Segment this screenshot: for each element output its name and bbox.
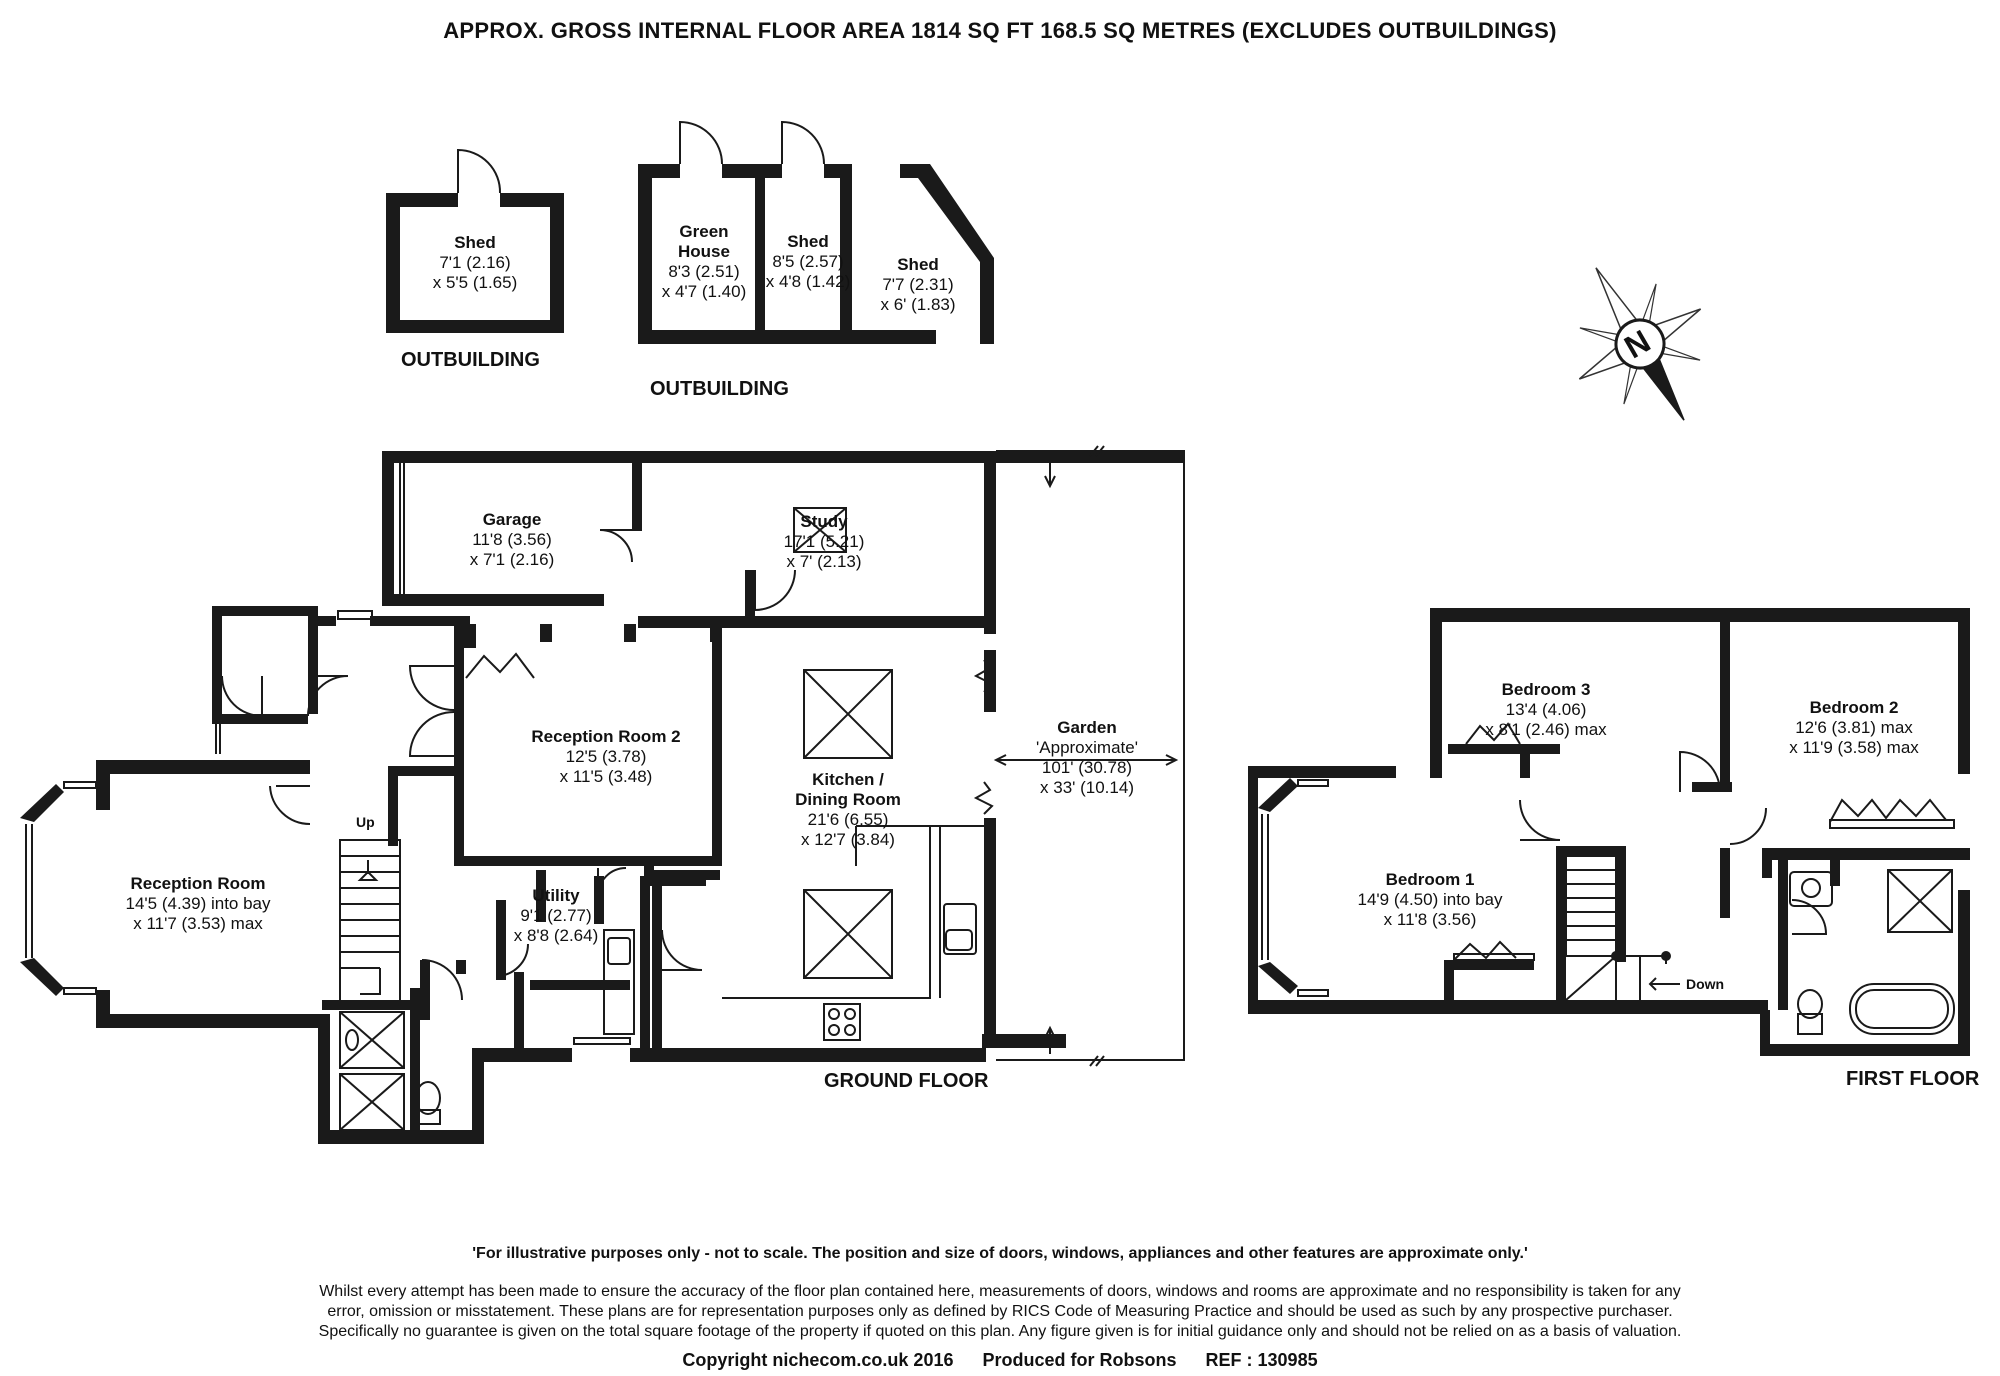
room-name: Bedroom 3	[1501, 680, 1591, 699]
room-dim: 7'7 (2.31)	[882, 275, 954, 294]
room-dim: x 33' (10.14)	[1040, 778, 1134, 797]
room-dim: x 11'9 (3.58) max	[1789, 738, 1919, 757]
room-note: 'Approximate'	[1036, 738, 1138, 757]
room-reception: Reception Room 14'5 (4.39) into bay x 11…	[125, 874, 270, 934]
stairs-up-label: Up	[356, 814, 375, 830]
room-bedroom-2: Bedroom 2 12'6 (3.81) max x 11'9 (3.58) …	[1789, 698, 1919, 758]
room-shed-3: Shed 7'7 (2.31) x 6' (1.83)	[880, 255, 955, 315]
room-reception-2: Reception Room 2 12'5 (3.78) x 11'5 (3.4…	[531, 727, 680, 787]
room-name: Kitchen /	[812, 770, 884, 789]
room-greenhouse: Green House 8'3 (2.51) x 4'7 (1.40)	[662, 222, 747, 302]
room-name: House	[678, 242, 730, 261]
room-dim: 12'6 (3.81) max	[1795, 718, 1913, 737]
reference: REF : 130985	[1205, 1350, 1318, 1370]
room-dim: 14'5 (4.39) into bay	[125, 894, 271, 913]
room-name: Reception Room 2	[531, 727, 681, 746]
room-shed-2: Shed 8'5 (2.57) x 4'8 (1.42)	[766, 232, 851, 292]
room-study: Study 17'1 (5.21) x 7' (2.13)	[784, 512, 865, 572]
footer-line-3: Specifically no guarantee is given on th…	[318, 1323, 1682, 1340]
compass-icon	[1578, 267, 1702, 421]
room-name: Bedroom 1	[1385, 870, 1475, 889]
room-dim: 8'3 (2.51)	[668, 262, 740, 281]
room-dim: x 11'8 (3.56)	[1383, 910, 1477, 929]
room-name: Shed	[454, 233, 496, 252]
room-dim: 17'1 (5.21)	[783, 532, 865, 551]
copyright-line: Copyright nichecom.co.uk 2016 Produced f…	[0, 1350, 2000, 1371]
room-dim: 11'8 (3.56)	[472, 530, 552, 549]
outbuilding-label-left: OUTBUILDING	[401, 349, 540, 371]
room-name: Dining Room	[795, 790, 901, 809]
first-floor-label: FIRST FLOOR	[1846, 1068, 1980, 1090]
disclaimer: 'For illustrative purposes only - not to…	[472, 1245, 1528, 1262]
outbuilding-label-right: OUTBUILDING	[650, 378, 789, 400]
room-utility: Utility 9'1 (2.77) x 8'8 (2.64)	[514, 886, 599, 946]
room-dim: x 11'7 (3.53) max	[133, 914, 263, 933]
room-name: Utility	[532, 886, 580, 905]
footer-line-1: Whilst every attempt has been made to en…	[319, 1283, 1681, 1300]
room-name: Shed	[787, 232, 829, 251]
room-dim: x 4'7 (1.40)	[661, 282, 747, 301]
room-dim: 8'5 (2.57)	[772, 252, 844, 271]
room-dim: x 11'5 (3.48)	[559, 767, 653, 786]
footer-line-2: error, omission or misstatement. These p…	[327, 1303, 1673, 1320]
room-garden: Garden 'Approximate' 101' (30.78) x 33' …	[1036, 718, 1138, 798]
room-dim: 7'1 (2.16)	[439, 253, 511, 272]
copyright: Copyright nichecom.co.uk 2016	[682, 1350, 954, 1370]
room-kitchen-dining: Kitchen / Dining Room 21'6 (6.55) x 12'7…	[795, 770, 901, 850]
room-garage: Garage 11'8 (3.56) x 7'1 (2.16)	[470, 510, 555, 570]
room-name: Bedroom 2	[1809, 698, 1899, 717]
room-name: Garage	[482, 510, 542, 529]
room-name: Green	[679, 222, 729, 241]
room-dim: x 6' (1.83)	[880, 295, 956, 314]
room-dim: 101' (30.78)	[1041, 758, 1133, 777]
room-bedroom-1: Bedroom 1 14'9 (4.50) into bay x 11'8 (3…	[1357, 870, 1502, 930]
room-dim: 21'6 (6.55)	[807, 810, 889, 829]
room-dim: x 7' (2.13)	[786, 552, 862, 571]
room-dim: x 7'1 (2.16)	[469, 550, 555, 569]
room-dim: x 8'1 (2.46) max	[1485, 720, 1607, 739]
room-dim: 14'9 (4.50) into bay	[1357, 890, 1503, 909]
page-title: APPROX. GROSS INTERNAL FLOOR AREA 1814 S…	[443, 18, 1557, 43]
room-name: Study	[800, 512, 848, 531]
room-name: Reception Room	[130, 874, 266, 893]
room-dim: x 12'7 (3.84)	[801, 830, 895, 849]
room-dim: x 4'8 (1.42)	[765, 272, 851, 291]
room-name: Garden	[1057, 718, 1117, 737]
room-dim: x 5'5 (1.65)	[432, 273, 518, 292]
room-dim: x 8'8 (2.64)	[513, 926, 599, 945]
stairs-down-label: Down	[1686, 976, 1725, 992]
room-shed-1: Shed 7'1 (2.16) x 5'5 (1.65)	[433, 233, 518, 293]
room-name: Shed	[897, 255, 939, 274]
ground-floor-label: GROUND FLOOR	[824, 1070, 989, 1092]
room-dim: 9'1 (2.77)	[520, 906, 592, 925]
room-dim: 12'5 (3.78)	[565, 747, 647, 766]
produced-for: Produced for Robsons	[982, 1350, 1177, 1370]
room-bedroom-3: Bedroom 3 13'4 (4.06) x 8'1 (2.46) max	[1485, 680, 1606, 740]
room-dim: 13'4 (4.06)	[1505, 700, 1587, 719]
